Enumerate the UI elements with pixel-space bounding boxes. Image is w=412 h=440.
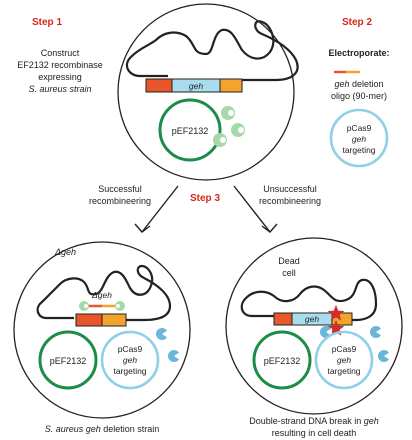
right-left-flank [273,312,293,326]
right-pcas9-line3: targeting [327,366,360,376]
left-pcas9-plasmid [100,330,160,390]
left-flank-b [101,313,127,327]
step2-pcas9-line3: targeting [342,145,375,155]
electroporate-title: Electroporate: [328,48,389,58]
right-caption-line2: resulting in cell death [272,428,357,438]
arrow-left [141,185,179,233]
step2-pcas9-plasmid [329,108,389,168]
oligo-line1: geh deletion [334,79,383,89]
arrow-left-head [134,223,151,233]
top-cell-membrane [117,3,295,181]
arrow-right-head [261,223,278,233]
top-pef2132-plasmid [158,98,222,162]
recombinase-protein-icon [213,106,245,147]
step2-pcas9-line1: pCas9 [347,123,372,133]
left-pef2132-plasmid [38,330,98,390]
left-caption: S. aureus geh deletion strain [45,424,160,434]
left-recombinase-icon [79,301,125,311]
top-chromosome [125,20,299,82]
step2-pcas9-line2: geh [352,134,366,144]
left-flank-a [75,313,103,327]
arrow-right [233,185,271,233]
step1-line2: EF2132 recombinase [17,60,103,70]
branch-arrows [134,185,278,233]
right-pef2132-label: pEF2132 [264,356,301,366]
step1-line1: Construct [41,48,80,58]
left-chromosome [36,264,172,322]
top-left-flank [145,78,173,93]
right-pcas9-line1: pCas9 [332,344,357,354]
right-cell-title-line2: cell [282,268,296,278]
step-1-description: Construct EF2132 recombinase expressing … [17,48,103,94]
top-right-flank [219,78,243,93]
branch-right-line2: recombineering [259,196,321,206]
step-3-label: Step 3 [190,193,220,204]
right-caption-line1: Double-strand DNA break in geh [249,416,379,426]
left-delta-geh-label: Δgeh [91,290,112,300]
left-pcas9-line2: geh [123,355,137,365]
right-pef2132-plasmid [252,330,312,390]
right-chromosome [240,278,378,322]
top-geh-label: geh [189,81,203,91]
right-geh-label: geh [305,314,319,324]
left-pcas9-line1: pCas9 [118,344,143,354]
branch-left-line2: recombineering [89,196,151,206]
top-cell: geh pEF2132 [117,3,299,181]
left-cell-membrane [13,241,191,419]
right-cell-title-line1: Dead [278,256,300,266]
branch-left-line1: Successful [98,184,142,194]
step-2-panel: Electroporate: geh deletion oligo (90-me… [328,48,390,168]
step1-line4: S. aureus strain [28,84,91,94]
right-cell-membrane [225,237,403,415]
left-cas9-icon [156,328,180,362]
left-pef2132-label: pEF2132 [50,356,87,366]
left-cell-title: Δgeh [54,247,76,257]
step-1-label: Step 1 [32,17,62,28]
right-pcas9-line2: geh [337,355,351,365]
step1-line3: expressing [38,72,82,82]
left-pcas9-line3: targeting [113,366,146,376]
right-pcas9-plasmid [314,330,374,390]
dsb-star-icon [327,305,345,336]
oligo-line2: oligo (90-mer) [331,91,387,101]
step-2-label: Step 2 [342,17,372,28]
branch-right-line1: Unsuccessful [263,184,317,194]
top-pef2132-label: pEF2132 [172,126,209,136]
left-cell: Δgeh Δgeh pEF2132 pCas9 geh targeting S.… [13,241,191,434]
right-cas9-icon [320,326,390,362]
right-cell: Dead cell geh pEF2132 pCas9 geh targetin… [225,237,403,438]
